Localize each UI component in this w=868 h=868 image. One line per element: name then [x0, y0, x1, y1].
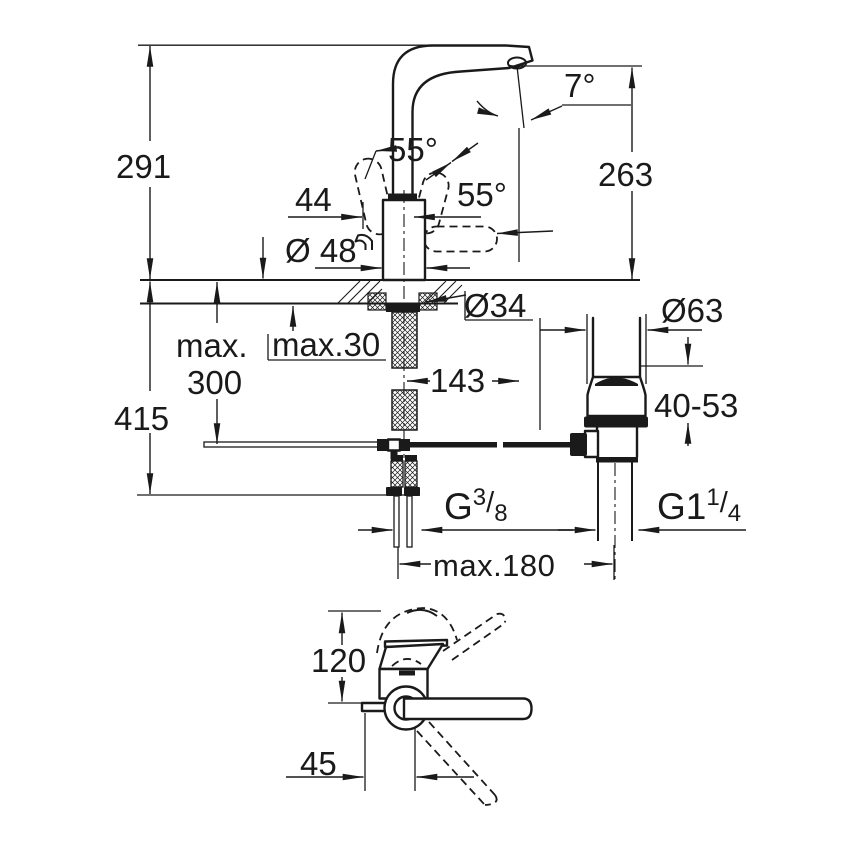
hose-left	[390, 460, 404, 488]
dim-55deg-right: 55°	[425, 142, 554, 236]
lever-ghost-down	[416, 721, 498, 806]
g38-slash: /	[486, 487, 495, 519]
dim-max-30: max.30	[259, 237, 386, 363]
aerator-outlet	[508, 63, 526, 68]
dim-263: 263	[518, 65, 653, 279]
thread-g38-label: G3/8	[444, 484, 508, 527]
plan-handle-hidden-edge	[391, 658, 422, 667]
dim-45-label: 45	[300, 745, 337, 782]
dim-45: 45	[286, 713, 474, 791]
body-collar	[388, 193, 417, 201]
rod-joint-center	[386, 438, 402, 452]
plan-view	[360, 607, 533, 806]
dim-threads: G3/8 G11/4	[358, 484, 746, 534]
g114-numerator: 1	[706, 484, 719, 511]
g38-numerator: 3	[473, 484, 486, 511]
rod-joint-right	[400, 439, 410, 451]
dim-415-label: 415	[114, 400, 169, 437]
dim-max-label: max.	[176, 327, 248, 364]
tilt-7deg-line	[516, 65, 525, 129]
rod-knob	[570, 433, 587, 456]
supply-hoses	[386, 455, 420, 548]
dim-55deg-left-label: 55°	[388, 131, 438, 168]
g114-slash: /	[720, 487, 729, 519]
dim-max-300: max. 300	[176, 282, 248, 444]
dim-120: 120	[311, 610, 381, 704]
handle-ghost-horizontal	[423, 225, 498, 253]
drain-seal-ring	[584, 416, 648, 428]
hose-right	[404, 460, 418, 488]
drain-body-band	[596, 457, 638, 463]
spout-outline	[391, 44, 534, 202]
dim-120-label: 120	[311, 642, 366, 679]
dim-44-label: 44	[295, 181, 332, 218]
plan-handle-body	[378, 642, 445, 671]
threaded-shank-lower	[391, 389, 418, 431]
dim-7deg: 7°	[476, 67, 631, 121]
dimensions-plan-view: 120 45	[286, 610, 474, 791]
dim-415: 415	[114, 281, 420, 496]
dim-263-label: 263	[598, 156, 653, 193]
drain-flange	[586, 375, 647, 418]
rod-mid-segment	[407, 442, 497, 448]
dim-d63: Ø63	[539, 292, 723, 430]
dim-40-53: 40-53	[640, 337, 738, 446]
side-view	[138, 44, 648, 579]
countertop	[140, 279, 640, 312]
rod-joint-left	[377, 439, 388, 451]
dim-7deg-label: 7°	[564, 67, 596, 104]
dim-d48-label: Ø 48	[285, 232, 357, 269]
dim-d63-label: Ø63	[661, 292, 723, 329]
hose-pipe-left	[393, 495, 400, 548]
dim-max180-label: max.180	[433, 548, 555, 583]
threaded-shank-upper	[391, 311, 418, 369]
dim-d34-label: Ø34	[464, 287, 526, 324]
dim-55deg-right-label: 55°	[457, 176, 507, 213]
hose-nut-right	[404, 487, 420, 496]
g114-denominator: 4	[728, 500, 741, 527]
rod-right-segment	[503, 442, 571, 448]
dim-55deg-left: 55°	[364, 131, 438, 180]
dim-max-180: max.180	[397, 545, 615, 583]
hose-nut-left	[386, 487, 402, 496]
g38-base: G	[444, 486, 473, 527]
g38-denominator: 8	[494, 500, 507, 527]
plan-spout-cylinder	[402, 697, 533, 721]
dim-max30-label: max.30	[272, 326, 380, 363]
dim-143: 143	[407, 362, 519, 399]
lever-swing-arc	[376, 607, 458, 654]
counter-hatching	[337, 280, 463, 304]
thread-g114-label: G11/4	[657, 484, 741, 527]
mount-washer-left	[367, 292, 387, 311]
hose-pipe-right	[406, 495, 413, 548]
dim-300-label: 300	[187, 364, 242, 401]
dim-d48: Ø 48	[285, 232, 470, 272]
dim-44: 44	[288, 181, 481, 229]
drain-plug-dome	[595, 377, 638, 386]
dim-d34: Ø34	[425, 287, 533, 324]
body-side-nub	[354, 233, 373, 250]
g114-base: G1	[657, 486, 706, 527]
pop-up-rod	[203, 438, 571, 460]
lever-ghost-up	[442, 612, 506, 661]
lever-swing-arc-apex	[406, 608, 438, 617]
dim-291-label: 291	[116, 148, 171, 185]
drain-assembly	[570, 316, 648, 579]
rod-left-segment	[203, 441, 382, 448]
dim-40-53-label: 40-53	[654, 387, 738, 424]
plan-body-detail	[399, 670, 415, 676]
clamping-nut	[386, 303, 420, 312]
dim-143-label: 143	[430, 362, 485, 399]
dim-291: 291	[116, 46, 171, 279]
dimensions-side-view: 291 415 max. 300 max.30 44	[114, 46, 746, 583]
